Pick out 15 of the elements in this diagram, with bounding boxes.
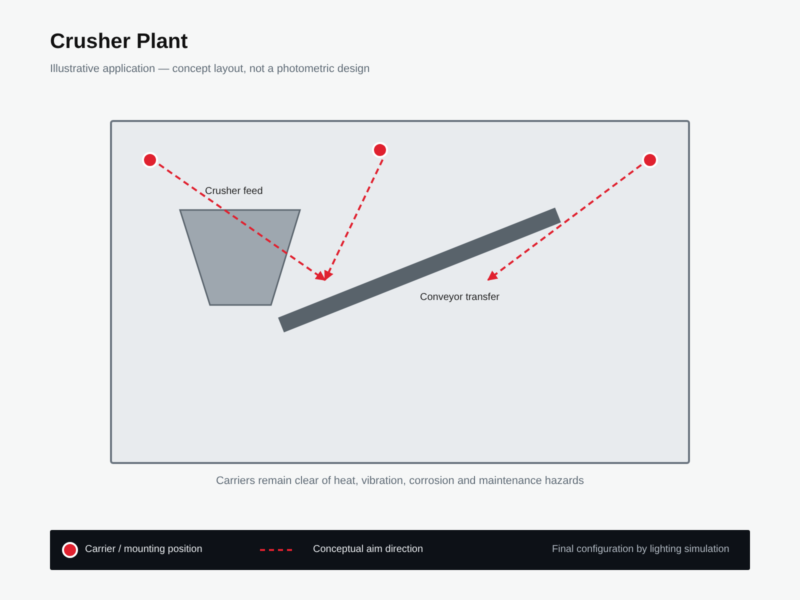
part-label: Crusher feed [205,186,263,197]
footer-note: Final configuration by lighting simulation [552,544,730,555]
layout-panel [110,120,690,464]
caption: Carriers remain clear of heat, vibration, corrosion and maintenance hazards [214,475,586,487]
aim-arrow [487,164,642,281]
legend-label: Carrier / mounting position [85,544,202,555]
subtitle: Illustrative application — concept layout, not a photometric design [50,63,370,75]
aim-arrow [158,164,326,281]
aim-arrow [324,159,384,281]
carrier-dot [142,152,158,168]
legend-label: Conceptual aim direction [313,544,424,555]
carrier-dot [372,142,388,158]
part-label: Conveyor transfer [420,292,500,303]
title: Crusher Plant [50,30,188,54]
carrier-dot [642,152,658,168]
